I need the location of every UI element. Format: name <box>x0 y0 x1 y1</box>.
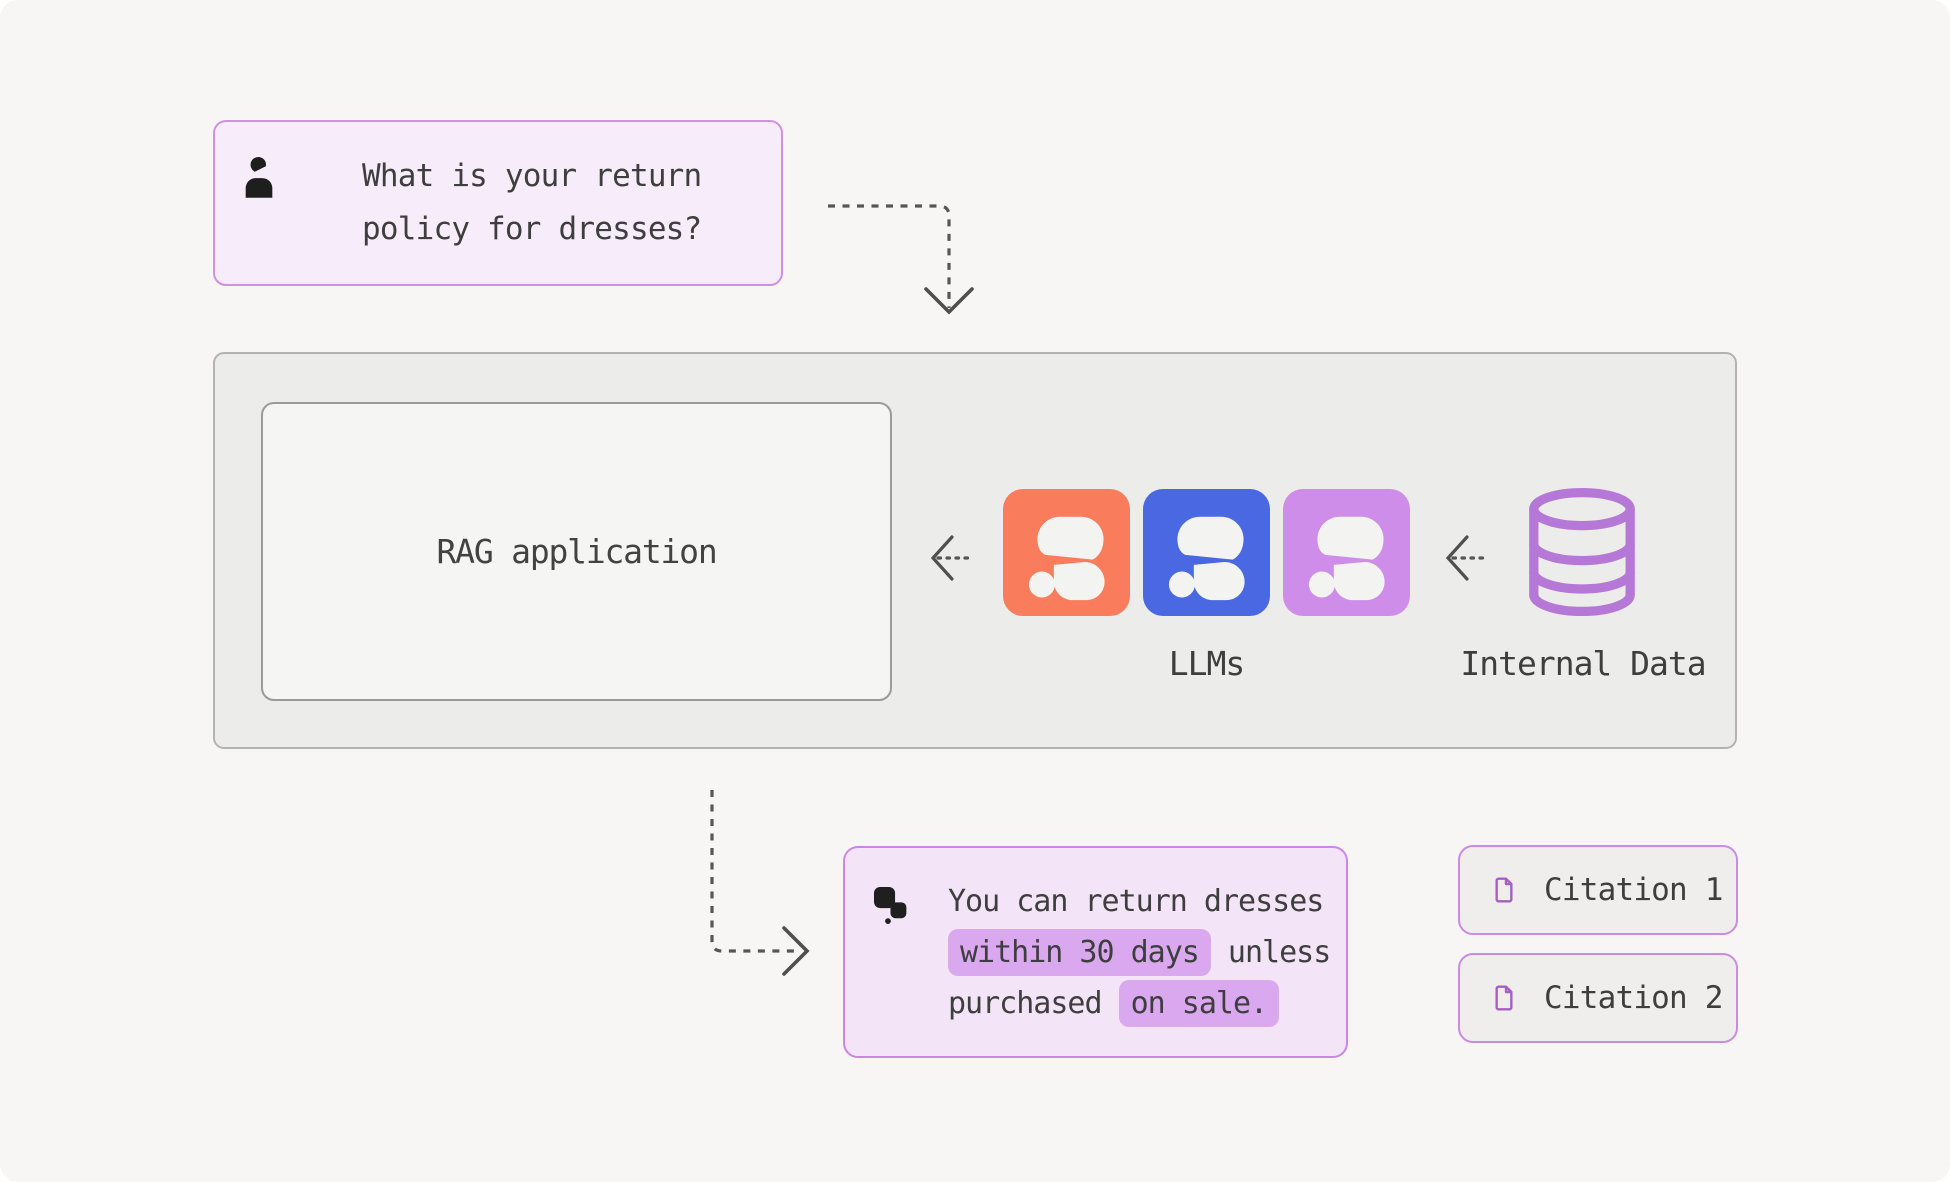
arrow-right-icon <box>710 790 810 976</box>
llm-logo-icon <box>1308 516 1385 601</box>
arrow-down-icon <box>828 204 974 315</box>
internal-data-label: Internal Data <box>1460 644 1706 683</box>
llm-logo-icon <box>1168 516 1245 601</box>
arrow-left-icon <box>1445 535 1485 581</box>
document-icon <box>1488 874 1520 906</box>
database-icon <box>1516 486 1648 618</box>
rag-application-box: RAG application <box>261 402 892 701</box>
answer-line-1: You can return dresses <box>948 883 1324 919</box>
question-line-2: policy for dresses? <box>362 211 702 247</box>
llm-logo-icon <box>1028 516 1105 601</box>
arrow-left-icon <box>930 535 970 581</box>
citation-1-card: Citation 1 <box>1458 845 1738 935</box>
answer-text: You can return dresses within 30 days un… <box>948 846 1338 1058</box>
llm-tile-purple <box>1283 489 1410 616</box>
highlight-on-sale: on sale. <box>1118 979 1280 1027</box>
llm-tile-blue <box>1143 489 1270 616</box>
answer-line-3: purchased on sale. <box>948 978 1338 1029</box>
question-card <box>213 120 783 286</box>
citation-2-card: Citation 2 <box>1458 953 1738 1043</box>
citation-label: Citation 2 <box>1544 980 1723 1016</box>
document-icon <box>1488 982 1520 1014</box>
question-text: What is your return policy for dresses? <box>362 150 762 256</box>
highlight-within-30-days: within 30 days <box>948 928 1211 976</box>
question-line-1: What is your return <box>362 158 702 194</box>
llms-label: LLMs <box>1168 644 1245 683</box>
user-icon <box>239 155 277 203</box>
answer-line-2: within 30 days unless <box>948 927 1338 978</box>
rag-application-label: RAG application <box>436 532 717 571</box>
chat-bubbles-icon <box>869 882 915 928</box>
citation-label: Citation 1 <box>1544 872 1723 908</box>
llm-tile-orange <box>1003 489 1130 616</box>
